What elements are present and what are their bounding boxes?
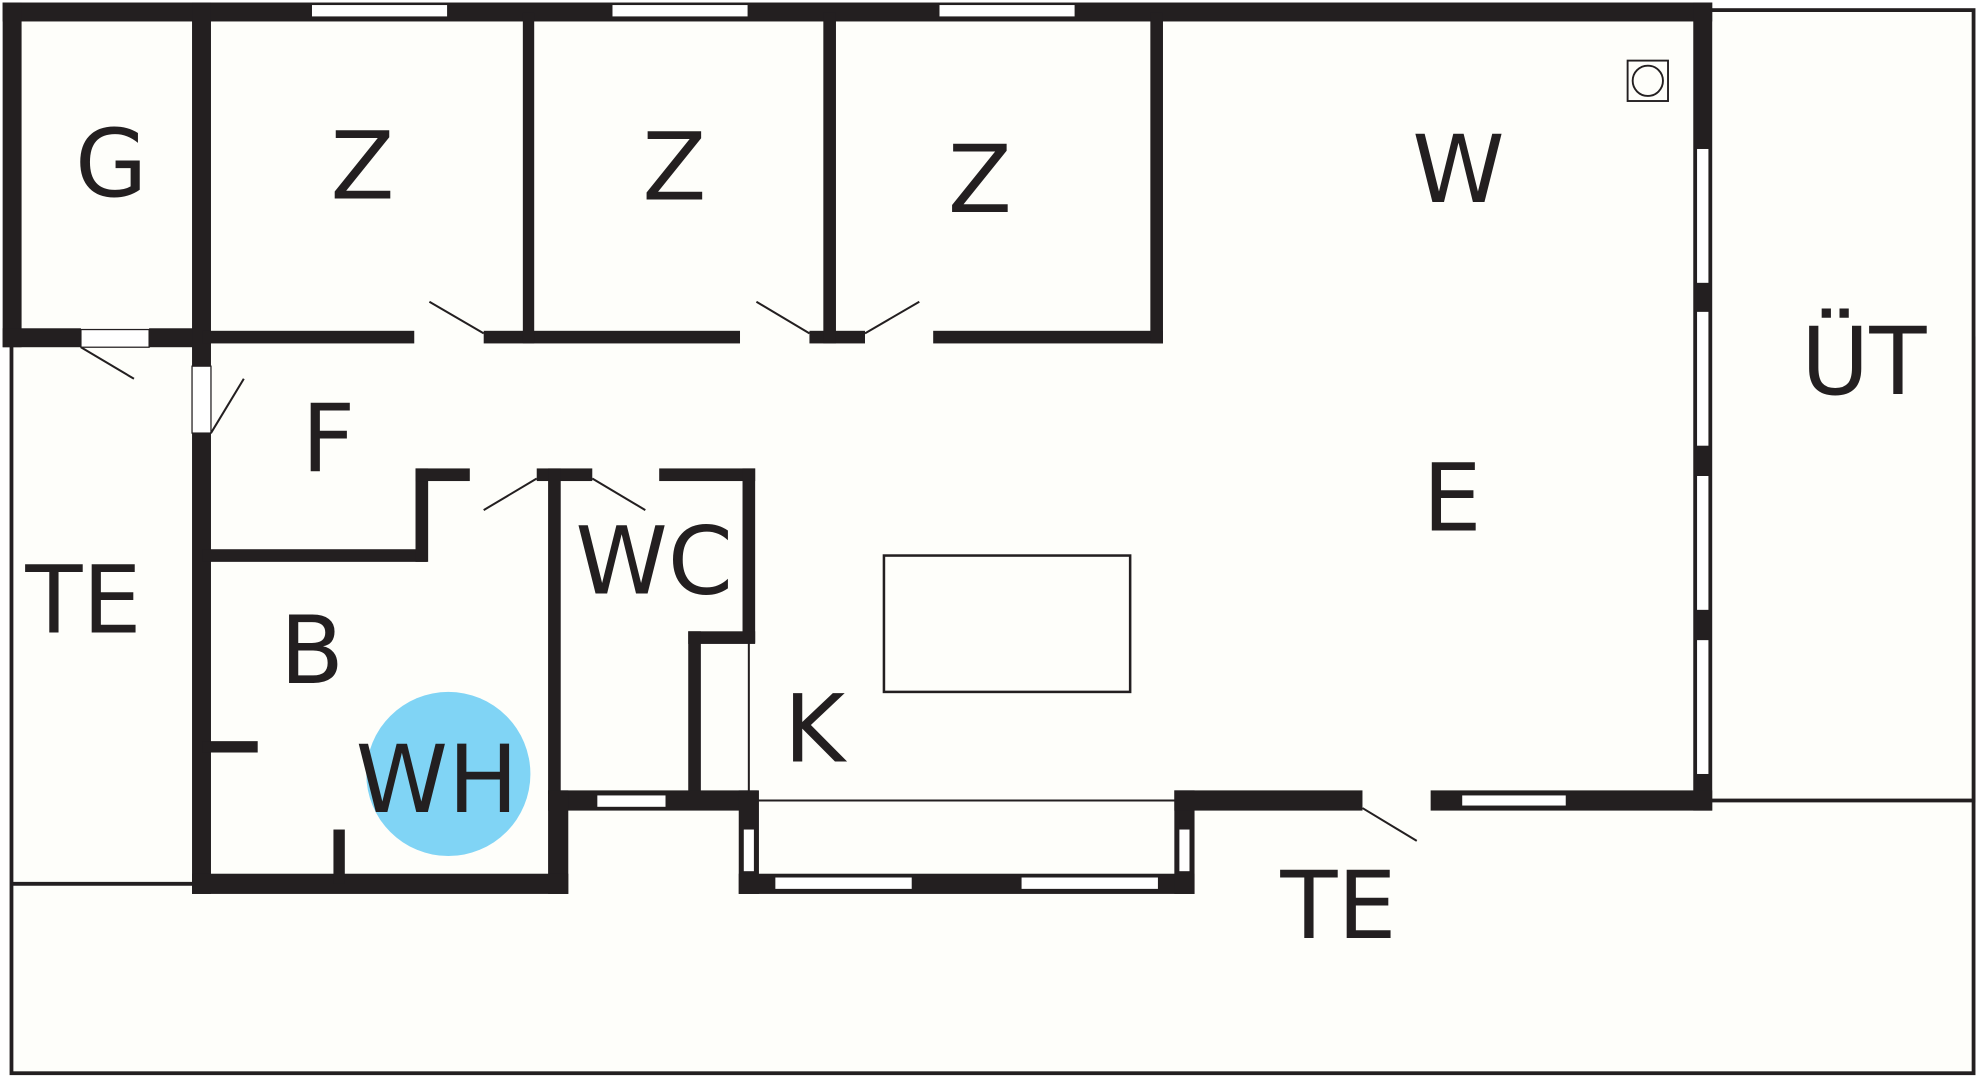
wall-f-b-horizontal	[202, 549, 427, 562]
window-right-1	[1697, 148, 1709, 283]
window-right-2	[1697, 311, 1709, 446]
wall-z2-z3	[823, 12, 836, 344]
door-z2-swing	[755, 300, 810, 335]
stove-icon	[1631, 64, 1664, 97]
window-right-4	[1697, 640, 1709, 774]
label-te-left: TE	[24, 547, 141, 656]
wall-bath-right	[548, 790, 569, 894]
wall-left-top	[2, 2, 22, 348]
wall-z1-z2	[522, 12, 535, 344]
door-g-opening	[80, 328, 150, 348]
door-f-outside-swing	[210, 378, 245, 434]
hot-tub	[366, 691, 531, 857]
label-z1: Z	[330, 112, 394, 221]
label-b: B	[280, 597, 344, 706]
label-z3: Z	[948, 126, 1012, 235]
label-wh: WH	[356, 726, 519, 835]
wall-z3-bottom-b	[933, 330, 1163, 344]
wall-g-z-divider	[192, 2, 211, 367]
wall-wc-inner	[688, 631, 701, 796]
wall-wc-top-c	[659, 468, 756, 482]
wall-bath-bottom	[192, 873, 569, 894]
label-k: K	[784, 675, 848, 784]
wall-z2-bottom-a	[809, 330, 866, 344]
label-te-bottom: TE	[1279, 852, 1396, 961]
wall-g-bottom-left	[2, 328, 81, 348]
label-wc: WC	[575, 508, 733, 617]
wall-left-corridor	[192, 433, 211, 894]
window-bay-left	[743, 829, 754, 872]
fixtures	[366, 59, 1669, 857]
door-z3-swing	[864, 300, 920, 335]
window-top-2	[612, 5, 748, 17]
window-right-3	[1697, 476, 1709, 610]
label-f: F	[302, 385, 356, 494]
wall-wc-right	[742, 468, 756, 643]
door-te-swing	[1361, 807, 1418, 842]
wall-wc-top-b	[536, 468, 593, 482]
door-f-outside-opening	[191, 365, 212, 434]
wall-b-stub-vertical	[333, 829, 345, 884]
door-z1-swing	[428, 300, 485, 335]
label-ut: ÜT	[1801, 308, 1927, 417]
windows	[311, 5, 1709, 889]
door-wc-swing	[591, 477, 646, 511]
window-bay-bottom-1	[775, 877, 912, 889]
label-g: G	[75, 110, 147, 219]
label-w: W	[1412, 116, 1504, 225]
door-b-swing	[483, 477, 538, 511]
wall-z1-bottom-a	[202, 330, 415, 344]
wall-wc-top-a	[415, 468, 470, 482]
wall-bottom-a	[1174, 790, 1363, 811]
wall-b-wc-divider	[548, 468, 561, 795]
label-z2: Z	[642, 114, 706, 223]
doors	[80, 300, 1418, 842]
wall-f-b-vertical	[415, 468, 429, 562]
terrace-right-outline	[1702, 8, 1976, 803]
window-top-1	[311, 5, 448, 17]
wall-top	[2, 2, 1713, 22]
label-e: E	[1423, 444, 1482, 553]
door-g-swing	[80, 346, 135, 380]
window-top-3	[939, 5, 1075, 17]
wall-b-stub-horizontal	[202, 741, 258, 753]
window-bay-right	[1179, 829, 1190, 872]
window-bottom-right	[1462, 795, 1566, 806]
window-bay-bottom-2	[1021, 877, 1158, 889]
wall-z1-bottom-b	[483, 330, 741, 344]
window-wc-bottom	[597, 795, 666, 807]
room-labels: G Z Z Z W ÜT F E WC TE B WH K TE	[24, 110, 1927, 961]
wall-z3-right	[1150, 12, 1163, 344]
kitchen-island	[882, 554, 1132, 694]
wall-wc-step	[688, 631, 756, 644]
